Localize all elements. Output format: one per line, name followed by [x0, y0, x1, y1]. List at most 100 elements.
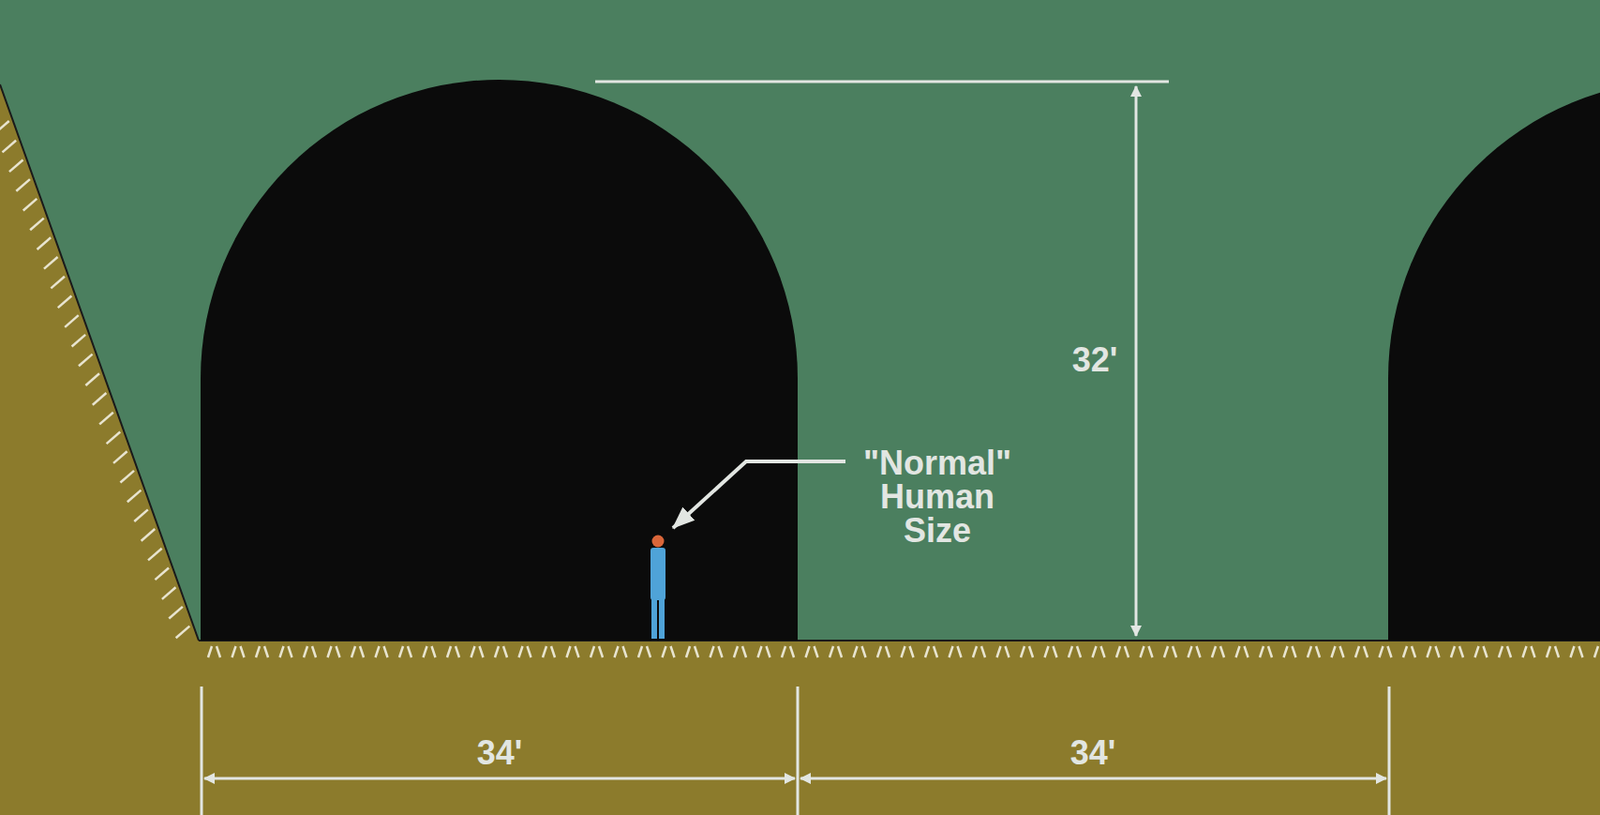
- hatch-stroke: [106, 431, 121, 444]
- hatch-stroke: [264, 645, 269, 658]
- hatch-stroke: [837, 645, 842, 658]
- hatch-stroke: [92, 392, 107, 405]
- hatch-stroke: [1244, 645, 1249, 658]
- hatch-stroke: [328, 645, 332, 658]
- hatch-stroke: [312, 645, 316, 658]
- dimension-extension: [1388, 686, 1391, 815]
- hatch-stroke: [853, 645, 858, 658]
- hatch-stroke: [64, 314, 79, 328]
- hatch-stroke: [877, 645, 882, 658]
- hatch-stroke: [29, 218, 45, 231]
- hatch-stroke: [1340, 645, 1345, 658]
- hatch-stroke: [1579, 645, 1584, 658]
- hatch-stroke: [113, 450, 128, 464]
- hatch-stroke: [686, 645, 690, 658]
- hatch-stroke: [758, 645, 763, 658]
- hatch-stroke: [1020, 645, 1025, 658]
- hatch-stroke: [1236, 645, 1241, 658]
- dimension-extension: [595, 80, 1169, 84]
- human-leg: [651, 596, 658, 639]
- hatch-stroke: [1411, 645, 1416, 658]
- hatch-stroke: [471, 645, 476, 658]
- hatch-stroke: [141, 528, 156, 541]
- hatch-stroke: [1259, 645, 1264, 658]
- hatch-stroke: [1124, 645, 1129, 658]
- tunnel-arch: [200, 79, 798, 641]
- hatch-stroke: [1005, 645, 1010, 658]
- hatch-stroke: [375, 645, 380, 658]
- hatch-stroke: [1149, 645, 1153, 658]
- hatch-stroke: [232, 645, 237, 658]
- hatch-stroke: [981, 645, 986, 658]
- hatch-stroke: [384, 645, 389, 658]
- hatch-stroke: [598, 645, 603, 658]
- hatch-stroke: [551, 645, 555, 658]
- hatch-stroke: [0, 120, 10, 134]
- hatch-stroke: [58, 295, 73, 308]
- hatch-stroke: [862, 645, 867, 658]
- dimension-line: [1135, 86, 1138, 636]
- dimension-extension: [796, 686, 800, 815]
- hatch-stroke: [1092, 645, 1097, 658]
- hatch-stroke: [901, 645, 906, 658]
- hatch-stroke: [288, 645, 293, 658]
- hatch-stroke: [1435, 645, 1440, 658]
- hatch-stroke: [407, 645, 412, 658]
- hatch-stroke: [614, 645, 619, 658]
- hatch-stroke: [1388, 645, 1392, 658]
- hatch-stroke: [933, 645, 938, 658]
- hatch-stroke: [1570, 645, 1575, 658]
- hatch-stroke: [1196, 645, 1201, 658]
- hatch-stroke: [742, 645, 747, 658]
- hatch-stroke: [1498, 645, 1503, 658]
- hatch-stroke: [718, 645, 723, 658]
- hatch-stroke: [997, 645, 1002, 658]
- hatch-stroke: [255, 645, 260, 658]
- hatch-stroke: [85, 373, 100, 386]
- hatch-stroke: [359, 645, 364, 658]
- hatch-stroke: [1403, 645, 1407, 658]
- hatch-stroke: [399, 645, 404, 658]
- hatch-stroke: [1315, 645, 1320, 658]
- hatch-stroke: [972, 645, 977, 658]
- hatch-stroke: [1307, 645, 1312, 658]
- hatch-stroke: [119, 470, 135, 483]
- hatch-stroke: [1483, 645, 1488, 658]
- hatch-stroke: [671, 645, 675, 658]
- hatch-stroke: [78, 354, 93, 367]
- hatch-stroke: [1379, 645, 1384, 658]
- hatch-stroke: [1164, 645, 1168, 658]
- hatch-stroke: [72, 334, 87, 347]
- hatch-stroke: [479, 645, 484, 658]
- hatch-stroke: [1076, 645, 1081, 658]
- hatch-stroke: [527, 645, 532, 658]
- hatch-stroke: [925, 645, 929, 658]
- human-body: [650, 547, 666, 600]
- hatch-stroke: [1427, 645, 1432, 658]
- hatch-stroke: [23, 198, 38, 211]
- tunnel-arch: [1388, 79, 1600, 641]
- hatch-stroke: [1363, 645, 1368, 658]
- hatch-stroke: [423, 645, 428, 658]
- hatch-stroke: [1475, 645, 1480, 658]
- hatch-stroke: [1188, 645, 1193, 658]
- hatch-stroke: [781, 645, 786, 658]
- hatch-stroke: [1459, 645, 1464, 658]
- hatch-stroke: [1292, 645, 1297, 658]
- hatch-stroke: [1507, 645, 1511, 658]
- hatch-stroke: [176, 626, 191, 639]
- hatch-stroke: [1211, 645, 1216, 658]
- callout-label: "Normal" Human Size: [855, 446, 1020, 548]
- hatch-stroke: [590, 645, 595, 658]
- hatch-stroke: [1045, 645, 1049, 658]
- hatch-stroke: [1068, 645, 1073, 658]
- hatch-stroke: [1355, 645, 1360, 658]
- hatch-stroke: [1450, 645, 1455, 658]
- hatch-stroke: [1331, 645, 1336, 658]
- hatch-stroke: [127, 490, 142, 503]
- hatch-stroke: [1268, 645, 1272, 658]
- hatch-stroke: [303, 645, 308, 658]
